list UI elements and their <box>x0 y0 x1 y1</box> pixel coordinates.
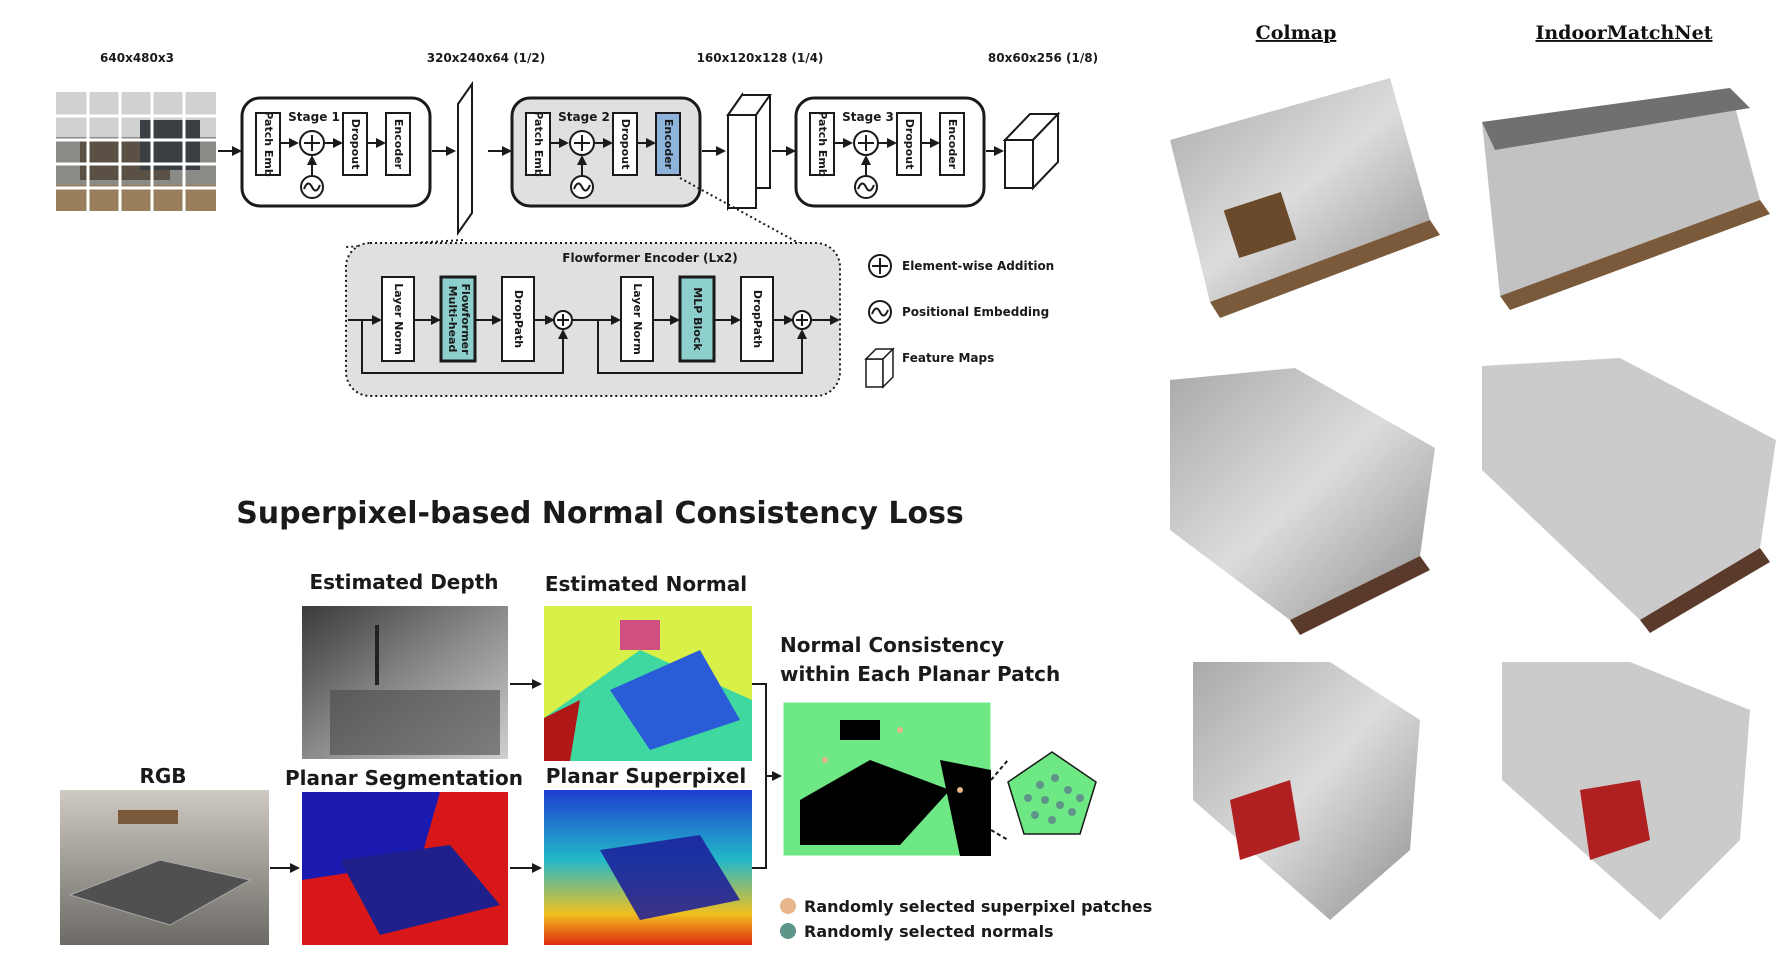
planar-segmentation-label: Planar Segmentation <box>285 766 523 790</box>
flowformer-title: Flowformer Encoder (Lx2) <box>562 251 737 265</box>
consistency-line1: Normal Consistency <box>780 633 1004 657</box>
stage-2-label: Stage 2 <box>558 110 610 124</box>
stage-3-label: Stage 3 <box>842 110 894 124</box>
stage-3: Stage 3 Patch Emb Dropout Encoder <box>794 96 986 208</box>
feature-maps-icon <box>864 347 895 389</box>
planar-superpixel-image <box>544 790 752 945</box>
dim3-label: 80x60x256 (1/8) <box>988 51 1098 65</box>
layer-norm-1: Layer Norm <box>392 283 405 355</box>
legend-feature-maps: Feature Maps <box>902 351 994 365</box>
legend-addition: Element-wise Addition <box>902 259 1054 273</box>
legend-normals: Randomly selected normals <box>804 922 1054 941</box>
feature-map-2 <box>726 91 772 212</box>
architecture-legend: Element-wise Addition Positional Embeddi… <box>864 254 1054 389</box>
legend-patches: Randomly selected superpixel patches <box>804 897 1152 916</box>
feature-map-3 <box>1002 111 1061 191</box>
multihead-flowformer-line1: Multi-head <box>446 286 459 353</box>
encoder-architecture: 640x480x3 320x240x64 (1/2) 160x120x128 (… <box>56 51 1098 397</box>
encoder-2: Encoder <box>662 119 675 170</box>
indoormatchnet-cloud-1 <box>1482 88 1770 310</box>
loss-title: Superpixel-based Normal Consistency Loss <box>236 496 964 531</box>
stage-1-label: Stage 1 <box>288 110 340 124</box>
colmap-cloud-3 <box>1193 662 1420 920</box>
droppath-2: DropPath <box>751 290 764 348</box>
dropout-3: Dropout <box>903 119 916 170</box>
planar-segmentation-image <box>302 792 508 945</box>
indoormatchnet-cloud-3 <box>1502 662 1750 920</box>
rgb-image <box>60 790 269 945</box>
stage-1: Stage 1 Patch Emb Dropout Encoder <box>240 96 432 208</box>
encoder-1: Encoder <box>392 119 405 170</box>
input-patch-grid <box>56 92 216 211</box>
estimated-normal-label: Estimated Normal <box>545 572 747 596</box>
legend-positional: Positional Embedding <box>902 305 1049 319</box>
estimated-normal-image <box>544 606 752 761</box>
estimated-depth-image <box>302 606 508 759</box>
multihead-flowformer-line2: Flowformer <box>459 283 472 355</box>
normal-consistency-section: Superpixel-based Normal Consistency Loss… <box>60 496 1152 945</box>
column-indoormatchnet: IndoorMatchNet <box>1535 22 1712 44</box>
layer-norm-2: Layer Norm <box>631 283 644 355</box>
dropout-1: Dropout <box>349 119 362 170</box>
colmap-cloud-1 <box>1170 78 1440 318</box>
patch-emb-3: Patch Emb <box>816 111 829 177</box>
estimated-depth-label: Estimated Depth <box>309 570 498 594</box>
mlp-block: MLP Block <box>691 287 704 351</box>
normal-dot-icon <box>780 923 796 939</box>
patch-emb-2: Patch Emb <box>532 111 545 177</box>
patch-emb-1: Patch Emb <box>262 111 275 177</box>
patch-dot-icon <box>780 898 796 914</box>
input-size-label: 640x480x3 <box>100 51 174 65</box>
dropout-2: Dropout <box>619 119 632 170</box>
dim1-label: 320x240x64 (1/2) <box>427 51 546 65</box>
planar-patch-image <box>782 701 992 857</box>
encoder-3: Encoder <box>946 119 959 170</box>
colmap-cloud-2 <box>1170 368 1435 635</box>
dim2-label: 160x120x128 (1/4) <box>697 51 824 65</box>
flowformer-encoder: Flowformer Encoder (Lx2) Layer Norm Mult… <box>345 242 841 397</box>
feature-map-1 <box>457 80 473 237</box>
comparison-section: Colmap IndoorMatchNet <box>1170 22 1776 920</box>
indoormatchnet-cloud-2 <box>1482 358 1776 633</box>
pentagon-patch <box>1007 751 1097 835</box>
rgb-label: RGB <box>139 764 186 788</box>
stage-2: Stage 2 Patch Emb Dropout Encoder <box>510 96 702 208</box>
consistency-line2: within Each Planar Patch <box>780 662 1060 686</box>
droppath-1: DropPath <box>512 290 525 348</box>
planar-superpixel-label: Planar Superpixel <box>546 764 746 788</box>
column-colmap: Colmap <box>1256 22 1337 44</box>
